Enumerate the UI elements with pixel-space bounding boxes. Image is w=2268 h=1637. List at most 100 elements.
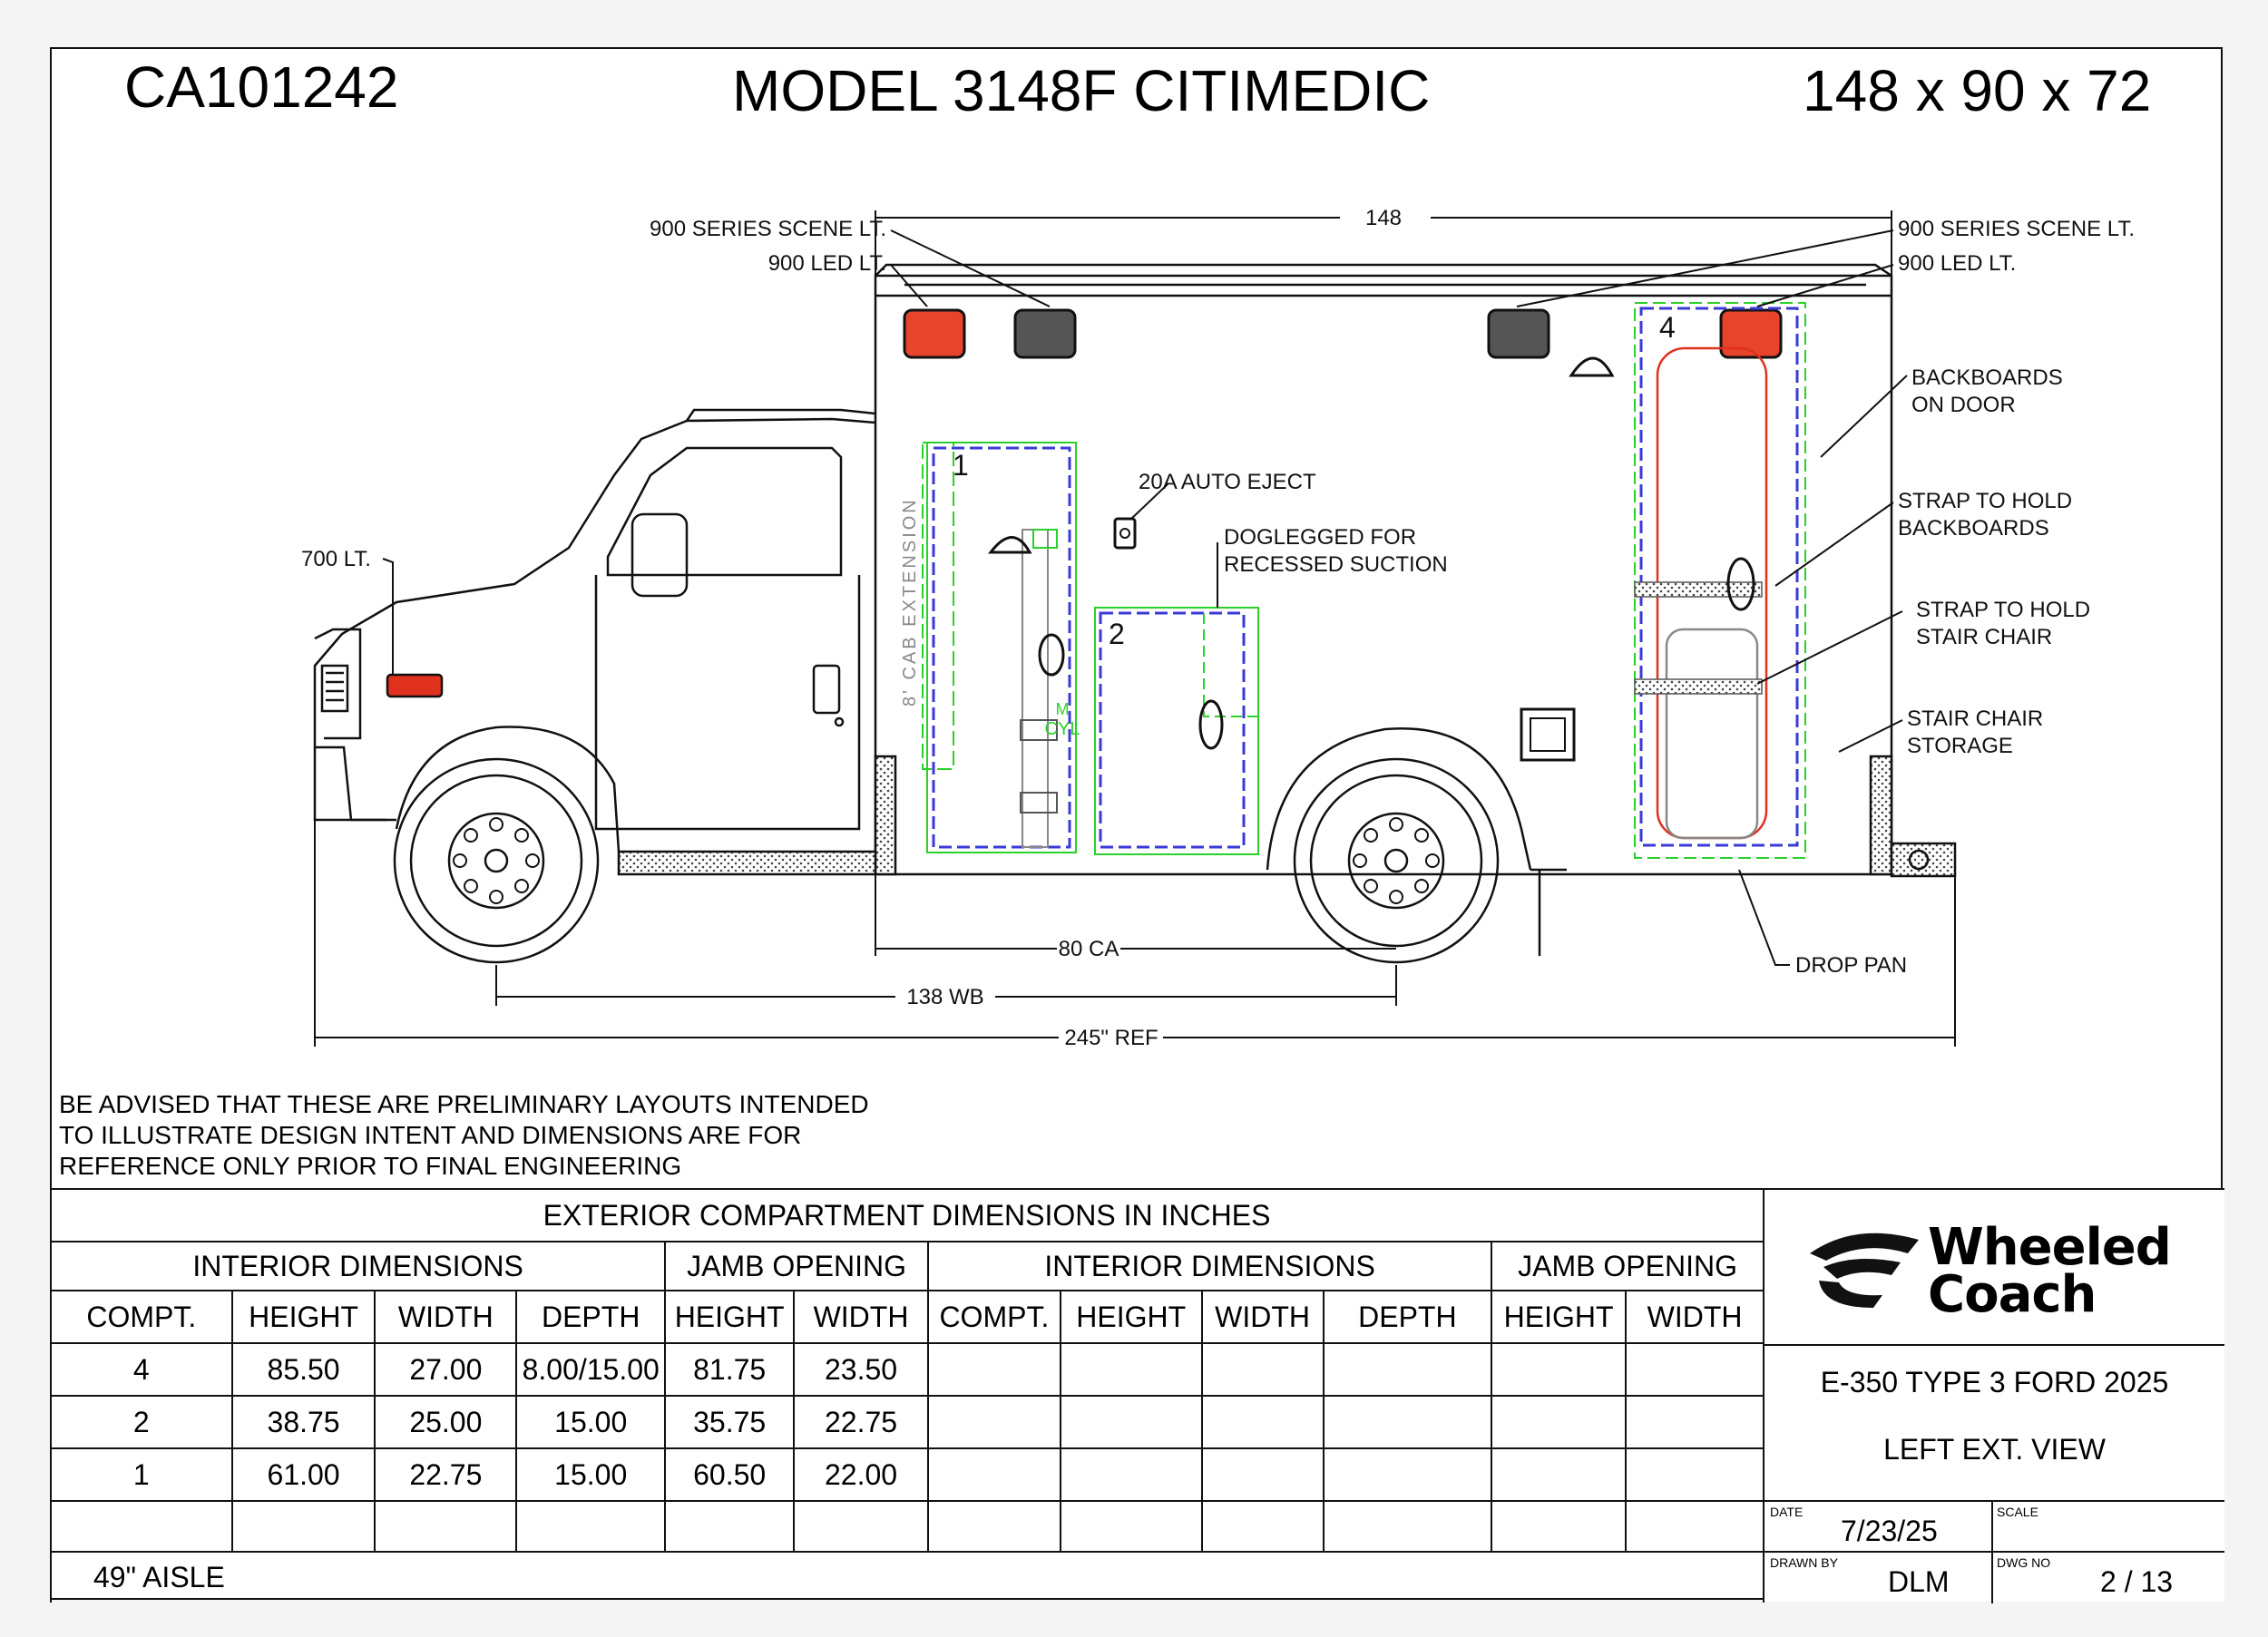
dimension-lines — [314, 210, 1956, 1047]
column-headers: COMPT. HEIGHT WIDTH DEPTH HEIGHT WIDTH C… — [50, 1290, 1765, 1344]
light-700-lens — [386, 673, 444, 698]
note-line-1: BE ADVISED THAT THESE ARE PRELIMINARY LA… — [59, 1090, 869, 1118]
col-header: COMPT. — [50, 1290, 233, 1344]
title-block: Wheeled Coach E-350 TYPE 3 FORD 2025 LEF… — [1763, 1188, 2224, 1603]
col-header: HEIGHT — [664, 1290, 796, 1344]
dim-148: 148 — [1365, 206, 1402, 230]
body-skirt-right — [1869, 755, 1893, 876]
ambulance-side-view: 900 SERIES SCENE LT. 900 LED LT. 900 SER… — [301, 206, 2135, 1050]
callout-backboards-1: BACKBOARDS — [1911, 365, 2063, 390]
compartment-1 — [922, 442, 1077, 853]
compt-label-2: 2 — [1109, 618, 1125, 650]
cyl-label: CYL — [1045, 719, 1080, 739]
dim-80-ca: 80 CA — [1059, 937, 1119, 961]
led-light-right — [1719, 308, 1783, 359]
dim-138-wb: 138 WB — [906, 985, 983, 1009]
callout-doglegged-2: RECESSED SUCTION — [1224, 552, 1448, 577]
logo-line-1: Wheeled — [1928, 1218, 2172, 1277]
callout-strap-bb-2: BACKBOARDS — [1898, 516, 2049, 541]
compartment-table: EXTERIOR COMPARTMENT DIMENSIONS IN INCHE… — [49, 1188, 1765, 1603]
body-skirt-left — [874, 755, 897, 876]
callout-doglegged-1: DOGLEGGED FOR — [1224, 525, 1416, 550]
col-header: WIDTH — [1200, 1290, 1325, 1344]
compartment-4 — [1634, 302, 1806, 859]
col-header: WIDTH — [793, 1290, 929, 1344]
scale-label: SCALE — [1997, 1505, 2038, 1519]
note-line-2: TO ILLUSTRATE DESIGN INTENT AND DIMENSIO… — [59, 1121, 802, 1149]
callout-backboards-2: ON DOOR — [1911, 393, 2016, 417]
cab-extension-label: 8' CAB EXTENSION — [900, 497, 920, 706]
wheeled-coach-logo-icon — [1810, 1233, 1919, 1308]
cab-door — [594, 575, 861, 831]
header-jamb-left: JAMB OPENING — [664, 1241, 929, 1291]
model-title: MODEL 3148F CITIMEDIC — [732, 58, 1431, 123]
led-light-left — [903, 308, 966, 359]
rear-bumper — [1890, 842, 1957, 878]
table-row — [50, 1500, 1765, 1553]
note-line-3: REFERENCE ONLY PRIOR TO FINAL ENGINEERIN… — [59, 1152, 682, 1180]
callout-light-700: 700 LT. — [301, 547, 371, 571]
cab-roofline — [313, 417, 876, 747]
logo-line-2: Coach — [1928, 1265, 2097, 1324]
vent — [1520, 707, 1576, 762]
callout-scene-left: 900 SERIES SCENE LT. — [650, 217, 886, 241]
col-header: DEPTH — [515, 1290, 667, 1344]
callout-strap-sc-1: STRAP TO HOLD — [1916, 598, 2090, 622]
side-mirror — [631, 512, 689, 598]
col-header: WIDTH — [1625, 1290, 1765, 1344]
aisle-row: 49" AISLE — [50, 1551, 1765, 1603]
header-interior-left: INTERIOR DIMENSIONS — [49, 1241, 667, 1291]
compt-label-4: 4 — [1659, 311, 1676, 344]
cyl-m-label: M — [1056, 700, 1070, 718]
drawn-by-value: DLM — [1888, 1565, 1950, 1598]
callout-scene-right: 900 SERIES SCENE LT. — [1898, 217, 2135, 241]
grille — [320, 664, 349, 713]
drawing-sheet: CA101242 MODEL 3148F CITIMEDIC 148 x 90 … — [49, 47, 2224, 1603]
col-header: HEIGHT — [230, 1290, 376, 1344]
door-handle — [812, 664, 841, 715]
drawn-by-label: DRAWN BY — [1770, 1555, 1838, 1570]
cab-rocker — [617, 850, 877, 876]
callout-strap-sc-2: STAIR CHAIR — [1916, 625, 2052, 649]
body-dimensions: 148 x 90 x 72 — [1803, 58, 2152, 123]
scene-light-left — [1013, 308, 1077, 359]
callout-led-right: 900 LED LT. — [1898, 251, 2016, 276]
callout-stair-1: STAIR CHAIR — [1907, 706, 2043, 731]
col-header: WIDTH — [374, 1290, 518, 1344]
compt-label-1: 1 — [953, 449, 969, 482]
view-description: LEFT EXT. VIEW — [1883, 1433, 2106, 1466]
callout-stair-2: STORAGE — [1907, 734, 2013, 758]
dwg-no-value: 2 / 13 — [2100, 1565, 2174, 1598]
callout-drop-pan: DROP PAN — [1795, 953, 1907, 978]
front-wheel — [393, 757, 600, 964]
col-header: DEPTH — [1322, 1290, 1493, 1344]
logo-area: Wheeled Coach — [1765, 1190, 2224, 1346]
header-jamb-right: JAMB OPENING — [1491, 1241, 1765, 1291]
callout-led-left: 900 LED LT. — [768, 251, 886, 276]
table-title: EXTERIOR COMPARTMENT DIMENSIONS IN INCHE… — [51, 1188, 1765, 1242]
compartment-2 — [1094, 607, 1259, 855]
col-header: HEIGHT — [1491, 1290, 1628, 1344]
date-value: 7/23/25 — [1841, 1515, 1938, 1547]
col-header: COMPT. — [926, 1290, 1061, 1344]
vehicle-outline — [313, 263, 1957, 956]
scene-light-right — [1487, 308, 1550, 359]
dwg-no-label: DWG NO — [1997, 1555, 2051, 1570]
callout-strap-bb-1: STRAP TO HOLD — [1898, 489, 2072, 513]
dim-245-ref: 245" REF — [1064, 1026, 1158, 1050]
drawing-id: CA101242 — [124, 54, 399, 120]
leader-lines — [382, 229, 1908, 966]
callout-auto-eject: 20A AUTO EJECT — [1139, 470, 1316, 494]
auto-eject-receptacle — [1113, 517, 1137, 550]
dome-light — [1569, 356, 1615, 377]
col-header: HEIGHT — [1059, 1290, 1203, 1344]
aisle-note: 49" AISLE — [50, 1551, 1765, 1603]
rear-wheel — [1293, 757, 1500, 964]
module-body — [874, 274, 1893, 876]
cab-window — [606, 446, 843, 577]
header-interior-right: INTERIOR DIMENSIONS — [926, 1241, 1493, 1291]
vehicle-description: E-350 TYPE 3 FORD 2025 — [1820, 1366, 2169, 1398]
